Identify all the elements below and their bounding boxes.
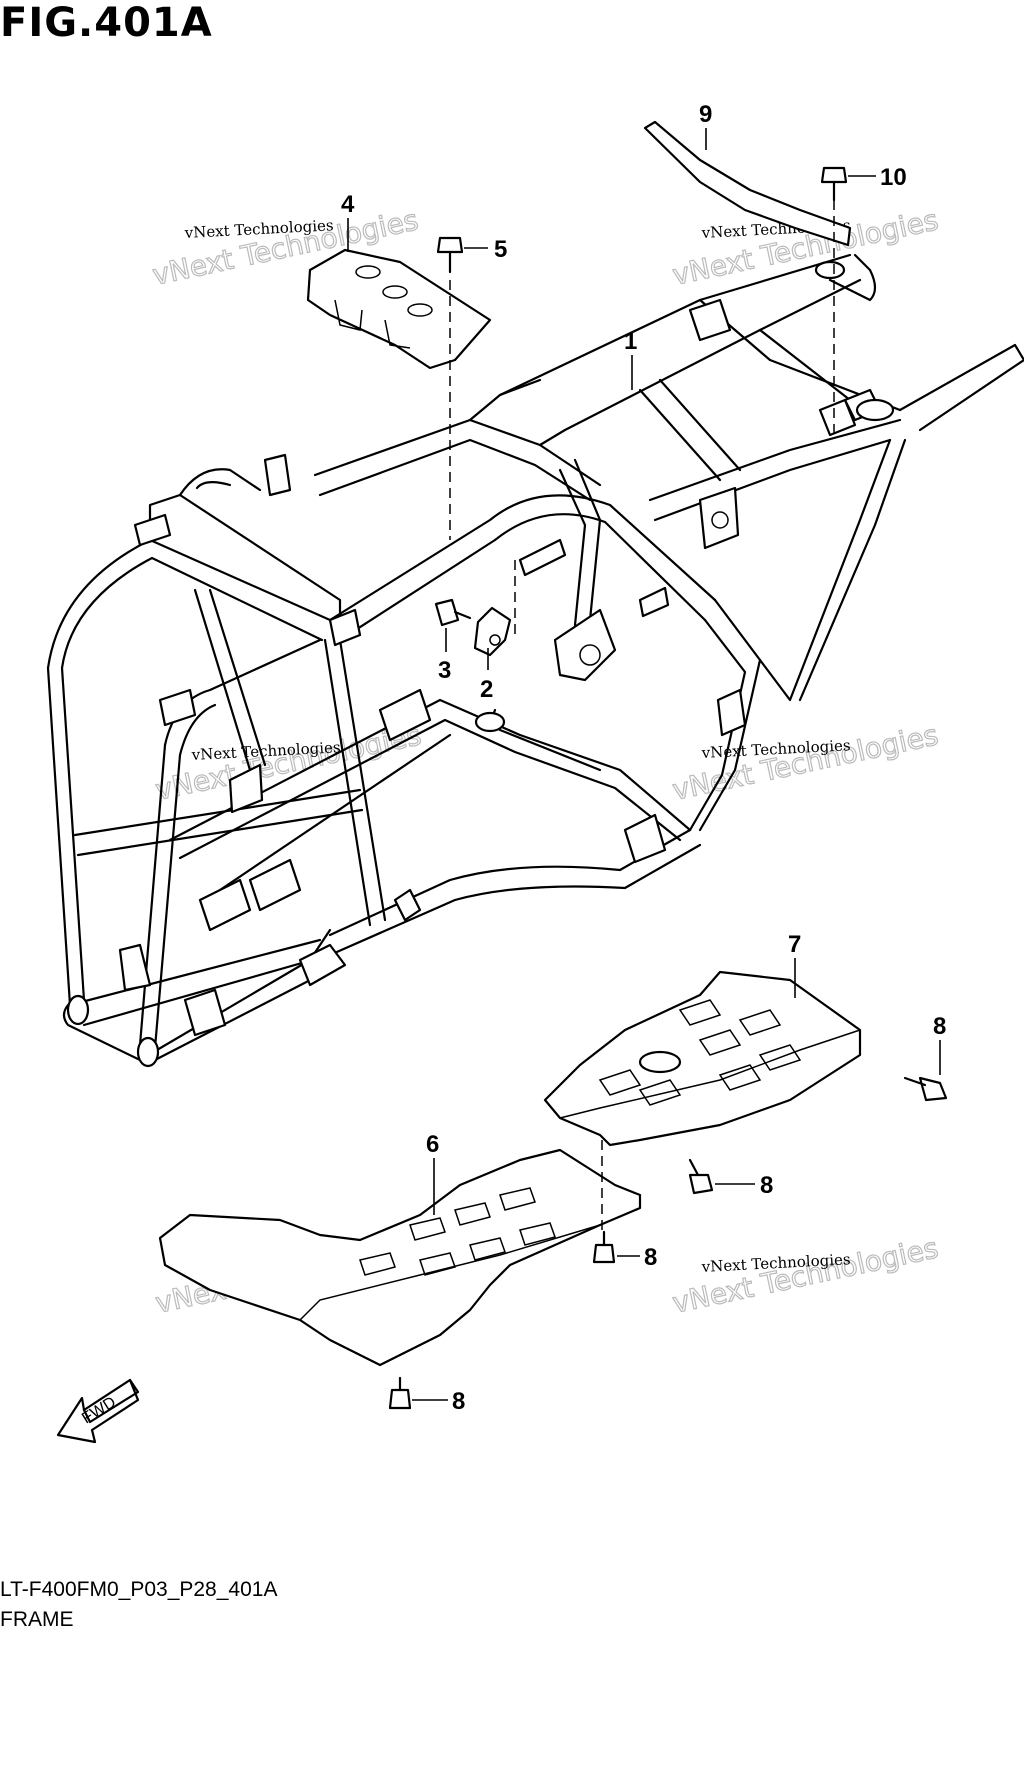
part-4-carrier-plate — [306, 248, 492, 370]
part-3-bolt — [434, 598, 472, 627]
callout-9: 9 — [699, 101, 712, 128]
figure-code: LT-F400FM0_P03_P28_401A — [0, 1578, 278, 1601]
figure-name: FRAME — [0, 1608, 74, 1631]
part-5-bolt — [436, 236, 464, 274]
svg-text:vNext Technologies: vNext Technologies — [670, 1231, 942, 1320]
callout-4: 4 — [341, 191, 355, 218]
callout-7: 7 — [788, 931, 801, 958]
callout-6: 6 — [426, 1131, 439, 1158]
part-10-bolt — [820, 166, 848, 202]
part-8-bolt-a — [903, 1076, 948, 1102]
callout-8c: 8 — [644, 1244, 657, 1271]
callout-10: 10 — [880, 164, 907, 191]
callout-8b: 8 — [760, 1172, 773, 1199]
part-8-bolt-b — [688, 1158, 714, 1195]
callout-5: 5 — [494, 236, 507, 263]
callout-2: 2 — [480, 676, 493, 703]
watermark-mid-left: vNext Technologies vNext Technologies — [152, 718, 425, 808]
callout-8d: 8 — [452, 1388, 465, 1415]
part-8-bolt-d — [388, 1376, 412, 1410]
watermark-bottom-right: vNext Technologies vNext Technologies — [669, 1231, 942, 1321]
part-6-skid-plate — [158, 1148, 642, 1367]
figure-title: FIG.401A — [0, 0, 213, 46]
callout-1: 1 — [624, 328, 637, 355]
part-8-bolt-c — [592, 1230, 616, 1264]
fwd-direction-arrow: FWD — [56, 1378, 140, 1444]
callout-3: 3 — [438, 657, 451, 684]
part-2-plate — [473, 606, 512, 657]
part-7-skid-plate — [543, 970, 862, 1147]
part-9-bracket — [643, 120, 852, 247]
callout-8a: 8 — [933, 1013, 946, 1040]
part-1-frame — [46, 253, 1024, 1068]
